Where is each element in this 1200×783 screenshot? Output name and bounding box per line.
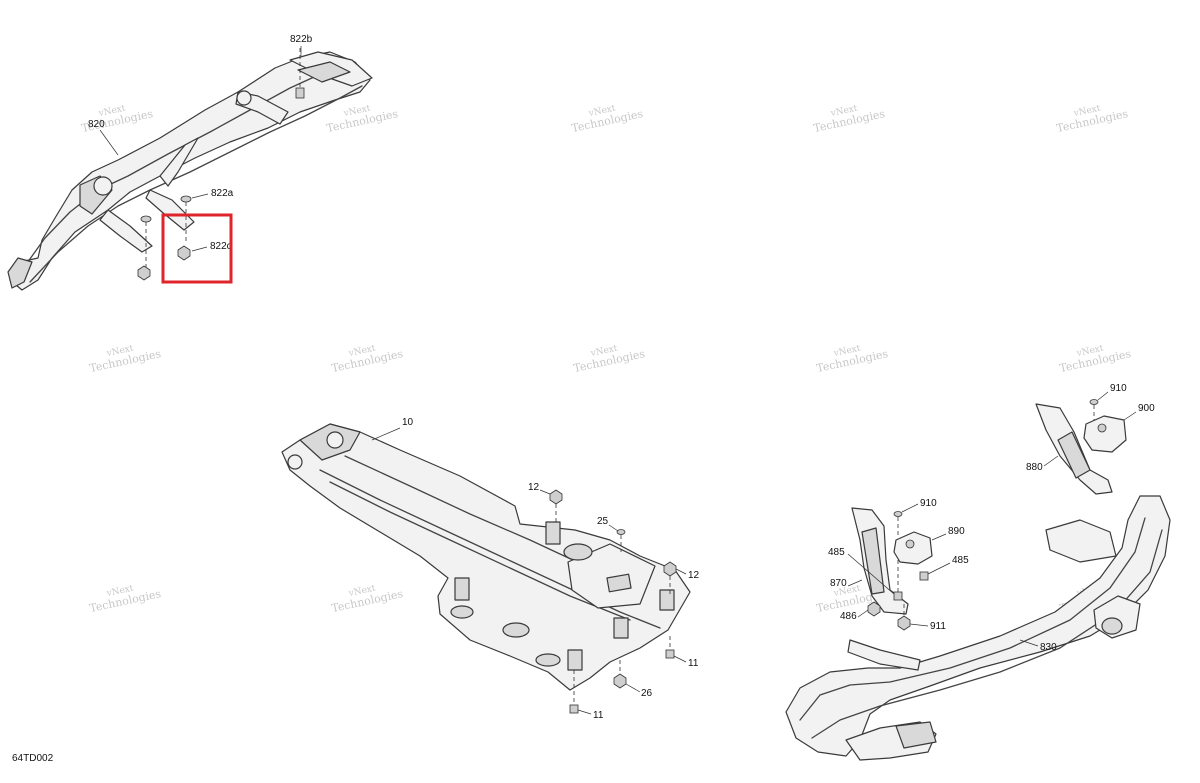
- skid-plate[interactable]: [281, 423, 691, 691]
- bolt-11-right[interactable]: [665, 636, 675, 659]
- callout-label: 822a: [211, 188, 234, 199]
- callout-911: 911: [909, 621, 946, 632]
- callout-11: 11: [673, 655, 699, 669]
- callout-486: 486: [840, 609, 869, 622]
- svg-text:12: 12: [528, 482, 540, 493]
- svg-text:830: 830: [1040, 642, 1057, 653]
- svg-text:485: 485: [952, 555, 969, 566]
- nut-486[interactable]: [867, 601, 881, 617]
- nut-12-top[interactable]: [549, 489, 563, 522]
- callout-10: 10: [371, 417, 414, 441]
- watermark: vNext Technologies: [815, 344, 889, 375]
- rear-bumper-assembly[interactable]: [7, 51, 373, 291]
- svg-text:910: 910: [920, 498, 937, 509]
- watermark: vNext Technologies: [1055, 104, 1129, 135]
- screw-910[interactable]: [893, 511, 903, 537]
- watermark: vNext Technologies: [88, 584, 162, 615]
- callout-label: 822b: [290, 34, 313, 45]
- callout-25: 25: [597, 516, 619, 532]
- watermark: vNext Technologies: [570, 104, 644, 135]
- callout-26: 26: [625, 683, 653, 699]
- nut-26[interactable]: [613, 660, 627, 689]
- svg-text:910: 910: [1110, 383, 1127, 394]
- callout-910: 910: [1097, 383, 1127, 401]
- screw-25[interactable]: [616, 529, 626, 553]
- svg-text:911: 911: [930, 621, 946, 632]
- svg-text:486: 486: [840, 611, 857, 622]
- watermark: vNext Technologies: [330, 584, 404, 615]
- callout-12: 12: [528, 482, 551, 495]
- callout-910: 910: [901, 498, 937, 513]
- callout-870: 870: [830, 578, 863, 589]
- screw-910-top[interactable]: [1089, 399, 1099, 421]
- cap-890[interactable]: [893, 531, 933, 565]
- watermark: vNext Technologies: [88, 344, 162, 375]
- bolt-11-bottom[interactable]: [569, 670, 579, 714]
- highlight-box: [161, 213, 233, 284]
- callout-822b: 822b: [290, 34, 313, 56]
- bolt-822a[interactable]: [140, 195, 192, 268]
- svg-text:890: 890: [948, 526, 965, 537]
- bolt-485[interactable]: [893, 560, 929, 601]
- callout-830: 830: [1019, 639, 1057, 653]
- callout-822c: 822c: [191, 241, 232, 252]
- watermark: vNext Technologies: [572, 344, 646, 375]
- callout-485: 485: [828, 547, 895, 595]
- watermark: vNext Technologies: [330, 344, 404, 375]
- watermark: vNext Technologies: [812, 104, 886, 135]
- watermark: vNext Technologies: [1058, 344, 1132, 375]
- callout-880: 880: [1026, 455, 1059, 473]
- callout-820: 820: [88, 119, 119, 156]
- svg-text:880: 880: [1026, 462, 1043, 473]
- svg-text:26: 26: [641, 688, 653, 699]
- bracket-870[interactable]: [851, 507, 909, 615]
- nut-911[interactable]: [897, 604, 911, 631]
- callout-900: 900: [1123, 403, 1155, 421]
- svg-text:10: 10: [402, 417, 414, 428]
- bracket-880[interactable]: [1035, 403, 1113, 495]
- cap-900[interactable]: [1083, 415, 1127, 453]
- svg-text:11: 11: [593, 710, 604, 721]
- svg-text:12: 12: [688, 570, 700, 581]
- callout-12: 12: [675, 568, 700, 581]
- front-bumper-830[interactable]: [785, 495, 1171, 761]
- svg-text:900: 900: [1138, 403, 1155, 414]
- callout-822a: 822a: [191, 188, 234, 199]
- callout-label: 822c: [210, 241, 232, 252]
- svg-text:870: 870: [830, 578, 847, 589]
- callout-485: 485: [927, 555, 969, 575]
- svg-text:485: 485: [828, 547, 845, 558]
- bolt-822b[interactable]: [295, 48, 305, 99]
- callout-11: 11: [577, 709, 604, 721]
- callout-890: 890: [931, 526, 965, 541]
- callout-label: 820: [88, 119, 105, 130]
- watermark-layer: vNext Technologies vNext Technologies vN…: [80, 104, 1132, 615]
- svg-text:25: 25: [597, 516, 609, 527]
- watermark: vNext Technologies: [325, 104, 399, 135]
- svg-text:11: 11: [688, 658, 699, 669]
- diagram-id: 64TD002: [12, 753, 54, 764]
- nut-822c[interactable]: [137, 245, 191, 281]
- nut-12-right[interactable]: [663, 561, 677, 594]
